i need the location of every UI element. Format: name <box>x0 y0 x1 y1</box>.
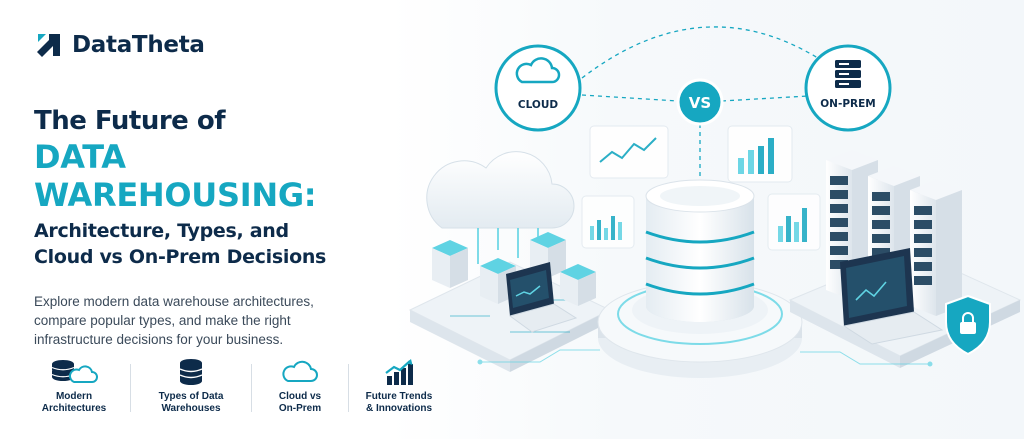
connector-line <box>581 94 679 102</box>
feature-divider <box>251 364 252 412</box>
trend-chart-icon <box>385 359 413 385</box>
feature-label-line2: On-Prem <box>278 403 322 414</box>
feature-label-line1: Types of Data <box>158 391 224 402</box>
headline-line1: The Future of <box>34 106 226 136</box>
feature-divider <box>348 364 349 412</box>
laptop-right <box>840 248 944 345</box>
cloud-icon <box>282 360 318 382</box>
server-icon <box>835 60 861 88</box>
description-line1: Explore modern data warehouse architectu… <box>34 294 314 309</box>
data-warehouse-illustration: CLOUD VS ON-PREM <box>408 26 1022 378</box>
bar-chart-card <box>727 125 793 183</box>
cloud-icon <box>515 57 561 84</box>
headline-accent: DATA WAREHOUSING: <box>34 138 317 214</box>
on-prem-label: ON-PREM <box>820 98 875 110</box>
headline-sub-line2: Cloud vs On-Prem Decisions <box>34 246 327 268</box>
feature-divider <box>130 364 131 412</box>
database-icon <box>179 359 203 385</box>
bar-chart-card <box>767 193 821 251</box>
vs-bubble: VS <box>676 78 724 126</box>
cloud-3d <box>426 151 575 264</box>
vs-label: VS <box>689 94 711 112</box>
brand-name: DataTheta <box>72 32 205 58</box>
laptop-left <box>506 262 578 333</box>
connector-line <box>721 95 809 102</box>
description-line2: compare popular types, and make the righ… <box>34 313 291 328</box>
feature-label-line1: Future Trends <box>365 391 433 402</box>
feature-label-line2: & Innovations <box>365 403 433 414</box>
shield-lock-icon <box>945 294 991 356</box>
on-prem-bubble: ON-PREM <box>804 44 892 132</box>
feature-future-trends[interactable]: Future Trends& Innovations <box>349 358 449 415</box>
headline-accent-line1: DATA <box>34 138 126 176</box>
database-cylinder <box>645 179 755 322</box>
feature-label-line1: Cloud vs <box>278 391 322 402</box>
feature-label-line2: Architectures <box>41 403 107 414</box>
connector-arc <box>581 26 837 79</box>
feature-label-line1: Modern <box>55 391 93 402</box>
headline-accent-line2: WAREHOUSING: <box>34 176 317 214</box>
cloud-bubble: CLOUD <box>494 44 582 132</box>
brand[interactable]: DataTheta <box>34 30 205 60</box>
description: Explore modern data warehouse architectu… <box>34 292 344 349</box>
headline-subtitle: Architecture, Types, and Cloud vs On-Pre… <box>34 218 326 270</box>
description-line3: infrastructure decisions for your busine… <box>34 332 284 347</box>
feature-label-line2: Warehouses <box>161 403 221 414</box>
line-chart-card <box>589 125 669 179</box>
database-cloud-icon <box>51 360 98 383</box>
circuit-traces <box>477 349 933 367</box>
headline-sub-line1: Architecture, Types, and <box>34 220 289 242</box>
arrow-up-right-icon <box>37 34 60 57</box>
cloud-label: CLOUD <box>518 99 558 111</box>
bar-chart-card <box>581 195 635 249</box>
